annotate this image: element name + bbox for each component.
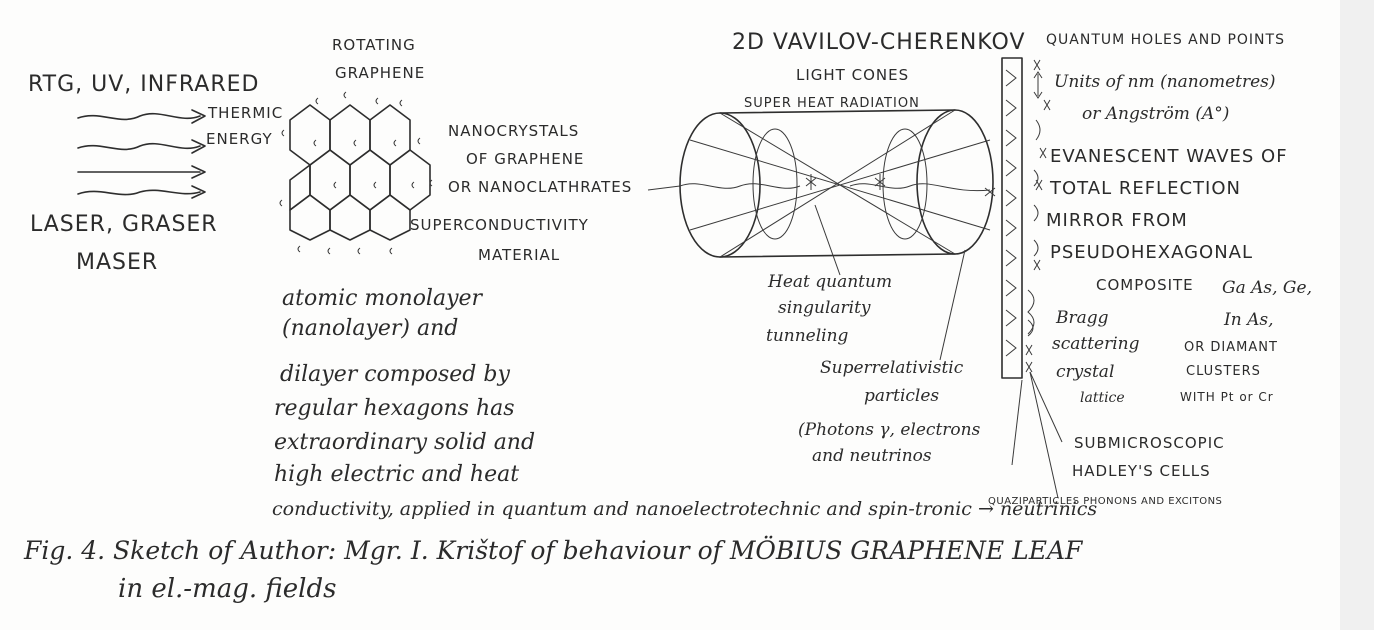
material-label: MATERIAL	[478, 246, 561, 264]
evanescent-label: EVANESCENT WAVES OF	[1050, 146, 1288, 167]
figure-caption-line-2: in el.-mag. fields	[118, 574, 337, 604]
wavy-arrow-2	[77, 142, 201, 151]
light-cones-label: LIGHT CONES	[796, 66, 910, 84]
singularity-star	[805, 174, 817, 190]
description-line-6: high electric and heat	[274, 462, 520, 487]
scattering-label: scattering	[1052, 334, 1140, 354]
hadley-cells-label: HADLEY'S CELLS	[1072, 462, 1211, 480]
photons-electrons-label: (Photons γ, electrons	[798, 420, 981, 440]
description-line-4: regular hexagons has	[274, 396, 515, 421]
radiation-arrows	[77, 109, 206, 199]
pseudohexagonal-label: PSEUDOHEXAGONAL	[1050, 242, 1254, 263]
diamant-label: OR DIAMANT	[1184, 340, 1278, 355]
lattice-label: lattice	[1080, 390, 1125, 406]
tunneling-label: tunneling	[766, 326, 849, 346]
angstrom-label: or Angström (A°)	[1082, 104, 1230, 124]
description-line-1: atomic monolayer	[282, 286, 483, 311]
mirror-from-label: MIRROR FROM	[1046, 210, 1188, 231]
energy-label: ENERGY	[206, 130, 273, 148]
super-heat-radiation-label: SUPER HEAT RADIATION	[744, 96, 920, 111]
neutrinos-label: and neutrinos	[812, 446, 932, 466]
maser-label: MASER	[76, 250, 159, 275]
rotating-label: ROTATING	[332, 36, 416, 54]
wavy-arrow-3	[77, 189, 201, 196]
rotation-marks	[279, 91, 433, 255]
gaas-label: Ga As, Ge,	[1222, 278, 1312, 298]
clusters-label: CLUSTERS	[1186, 364, 1261, 379]
quasiparticles-label: QUAZIPARTICLES PHONONS AND EXCITONS	[988, 496, 1223, 507]
cone-title-label: 2D VAVILOV-CHERENKOV	[732, 30, 1026, 55]
pt-cr-label: WITH Pt or Cr	[1180, 390, 1274, 404]
laser-label: LASER, GRASER	[30, 212, 218, 237]
nanoclathrates-label: OR NANOCLATHRATES	[448, 178, 633, 196]
right-annotation-marks	[1025, 59, 1063, 499]
quantum-holes-label: QUANTUM HOLES AND POINTS	[1046, 32, 1285, 48]
radiation-sources-label: RTG, UV, INFRARED	[28, 72, 260, 97]
inas-label: In As,	[1224, 310, 1274, 330]
crystal-label: crystal	[1056, 362, 1115, 382]
heat-pointer	[814, 204, 841, 276]
heat-quantum-label: Heat quantum	[768, 272, 893, 292]
scan-edge	[1340, 0, 1374, 630]
thermic-label: THERMIC	[208, 104, 284, 122]
composite-label: COMPOSITE	[1096, 276, 1194, 294]
description-line-2: (nanolayer) and	[282, 316, 459, 341]
bragg-label: Bragg	[1056, 308, 1109, 328]
particles-pointer	[939, 249, 966, 361]
units-label: Units of nm (nanometres)	[1054, 72, 1276, 92]
cherenkov-light-cones	[679, 109, 996, 258]
description-line-3: dilayer composed by	[280, 362, 510, 387]
graphene-hexagon-lattice	[289, 104, 431, 241]
superrelativistic-label: Superrelativistic	[820, 358, 964, 378]
submicroscopic-label: SUBMICROSCOPIC	[1074, 434, 1225, 452]
photons-pointer	[1011, 379, 1023, 466]
particles-label: particles	[864, 386, 940, 406]
wavy-arrow-1	[77, 112, 201, 121]
graphene-label: GRAPHENE	[335, 64, 426, 82]
total-reflection-label: TOTAL REFLECTION	[1050, 178, 1241, 199]
description-line-5: extraordinary solid and	[274, 430, 536, 455]
nanocrystals-label: NANOCRYSTALS	[448, 122, 580, 140]
singularity-label: singularity	[778, 298, 871, 318]
cone-left-ellipse	[679, 112, 761, 258]
figure-caption: Fig. 4. Sketch of Author: Mgr. I. Krišto…	[24, 536, 1083, 565]
description-line-7: conductivity, applied in quantum and nan…	[272, 498, 1098, 520]
nanoclathrates-pointer	[647, 185, 681, 191]
cone-right-ellipse	[916, 109, 994, 255]
superconductivity-label: SUPERCONDUCTIVITY	[410, 216, 589, 234]
crystal-mirror-strip	[1001, 57, 1023, 379]
of-graphene-label: OF GRAPHENE	[466, 150, 585, 168]
